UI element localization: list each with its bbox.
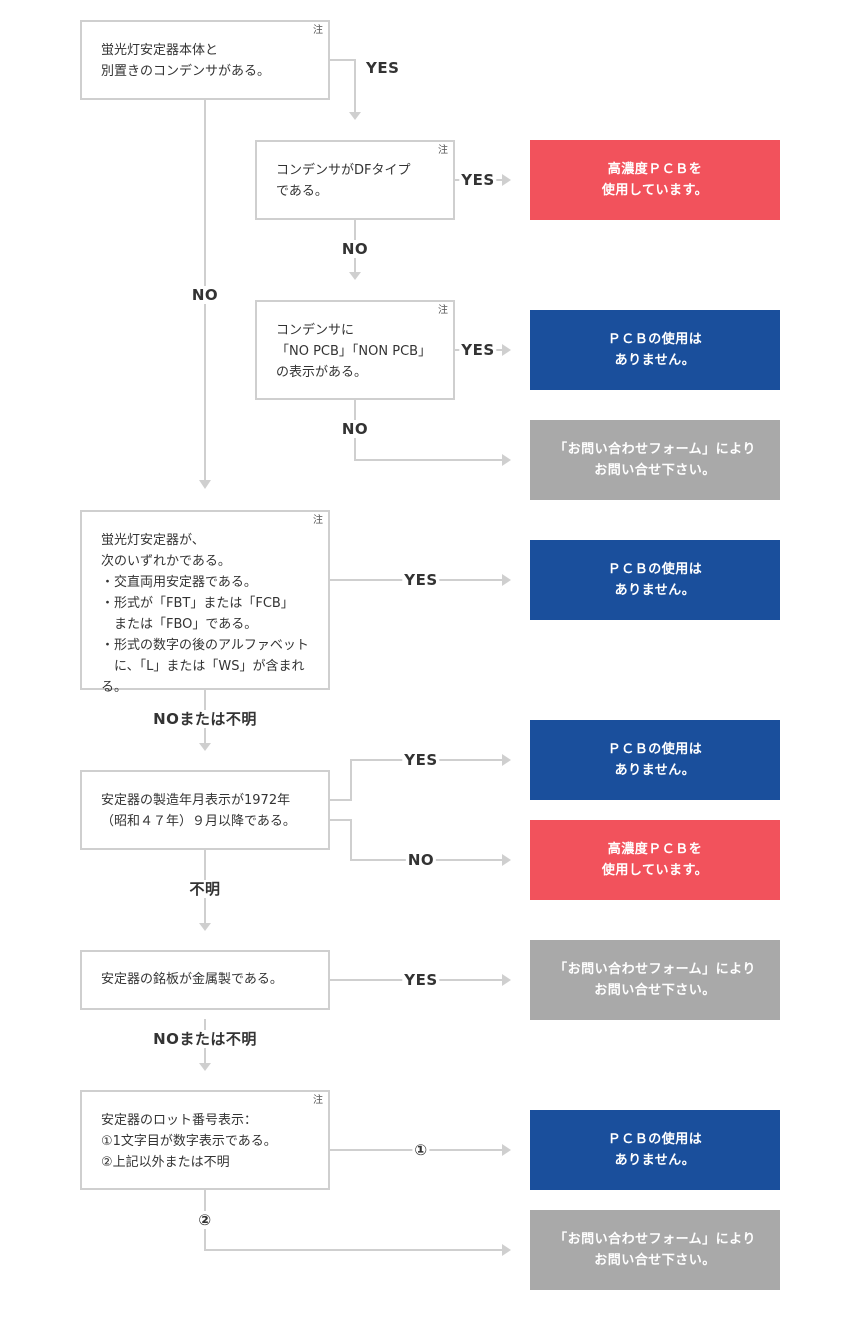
label-yes: YES	[459, 341, 497, 359]
arrowhead-right	[502, 1244, 511, 1256]
question-text: 安定器の銘板が金属製である。	[101, 972, 283, 987]
result-box-no-pcb: ＰＣＢの使用は ありません。	[530, 720, 780, 800]
label-no: NO	[339, 420, 371, 438]
result-box-high-pcb: 高濃度ＰＣＢを 使用しています。	[530, 140, 780, 220]
question-text: コンデンサがDFタイプ である。	[276, 163, 411, 199]
label-no: NO	[405, 851, 437, 869]
connector-q1-yes	[329, 59, 356, 112]
label-no: NO	[339, 240, 371, 258]
result-box-no-pcb: ＰＣＢの使用は ありません。	[530, 310, 780, 390]
label-yes: YES	[402, 571, 440, 589]
connector-q7-2	[204, 1189, 504, 1251]
arrowhead-down	[349, 112, 361, 120]
question-box-q7: 注 安定器のロット番号表示： ①1文字目が数字表示である。 ②上記以外または不明	[80, 1090, 330, 1190]
question-text: 蛍光灯安定器本体と 別置きのコンデンサがある。	[101, 43, 271, 79]
arrowhead-down	[199, 1063, 211, 1071]
note-mark: 注	[313, 25, 323, 36]
arrowhead-down	[349, 272, 361, 280]
question-box-q3: 注 コンデンサに 「NO PCB」「NON PCB」 の表示がある。	[255, 300, 455, 400]
question-text: 安定器の製造年月表示が1972年 （昭和４７年）９月以降である。	[101, 793, 296, 829]
note-mark: 注	[438, 145, 448, 156]
result-box-contact-form: 「お問い合わせフォーム」により お問い合せ下さい。	[530, 420, 780, 500]
arrowhead-right	[502, 754, 511, 766]
result-box-no-pcb: ＰＣＢの使用は ありません。	[530, 1110, 780, 1190]
arrowhead-right	[502, 174, 511, 186]
label-yes: YES	[402, 971, 440, 989]
question-box-q5: 安定器の製造年月表示が1972年 （昭和４７年）９月以降である。	[80, 770, 330, 850]
label-option-2: ②	[196, 1211, 214, 1229]
question-text: 蛍光灯安定器が、 次のいずれかである。 ・交直両用安定器である。 ・形式が「FB…	[101, 533, 309, 695]
label-yes: YES	[364, 59, 402, 77]
note-mark: 注	[313, 1095, 323, 1106]
arrowhead-down	[199, 923, 211, 931]
arrowhead-right	[502, 854, 511, 866]
arrowhead-right	[502, 974, 511, 986]
arrowhead-right	[502, 574, 511, 586]
result-box-no-pcb: ＰＣＢの使用は ありません。	[530, 540, 780, 620]
label-yes: YES	[459, 171, 497, 189]
question-box-q2: 注 コンデンサがDFタイプ である。	[255, 140, 455, 220]
arrowhead-right	[502, 454, 511, 466]
label-no: NO	[189, 286, 221, 304]
label-option-1: ①	[412, 1141, 430, 1159]
connector-q3-no	[354, 399, 504, 461]
label-unknown: 不明	[187, 880, 223, 898]
label-yes: YES	[402, 751, 440, 769]
result-box-contact-form: 「お問い合わせフォーム」により お問い合せ下さい。	[530, 940, 780, 1020]
question-text: コンデンサに 「NO PCB」「NON PCB」 の表示がある。	[276, 323, 432, 380]
label-no-or-unknown: NOまたは不明	[151, 1030, 259, 1048]
note-mark: 注	[438, 305, 448, 316]
label-no-or-unknown: NOまたは不明	[151, 710, 259, 728]
question-text: 安定器のロット番号表示： ①1文字目が数字表示である。 ②上記以外または不明	[101, 1113, 277, 1170]
arrowhead-right	[502, 1144, 511, 1156]
result-box-contact-form: 「お問い合わせフォーム」により お問い合せ下さい。	[530, 1210, 780, 1290]
arrowhead-down	[199, 743, 211, 751]
arrowhead-right	[502, 344, 511, 356]
question-box-q1: 注 蛍光灯安定器本体と 別置きのコンデンサがある。	[80, 20, 330, 100]
note-mark: 注	[313, 515, 323, 526]
question-box-q4: 注 蛍光灯安定器が、 次のいずれかである。 ・交直両用安定器である。 ・形式が「…	[80, 510, 330, 695]
arrowhead-down	[199, 480, 211, 489]
result-box-high-pcb: 高濃度ＰＣＢを 使用しています。	[530, 820, 780, 900]
question-box-q6: 安定器の銘板が金属製である。	[80, 950, 330, 1010]
